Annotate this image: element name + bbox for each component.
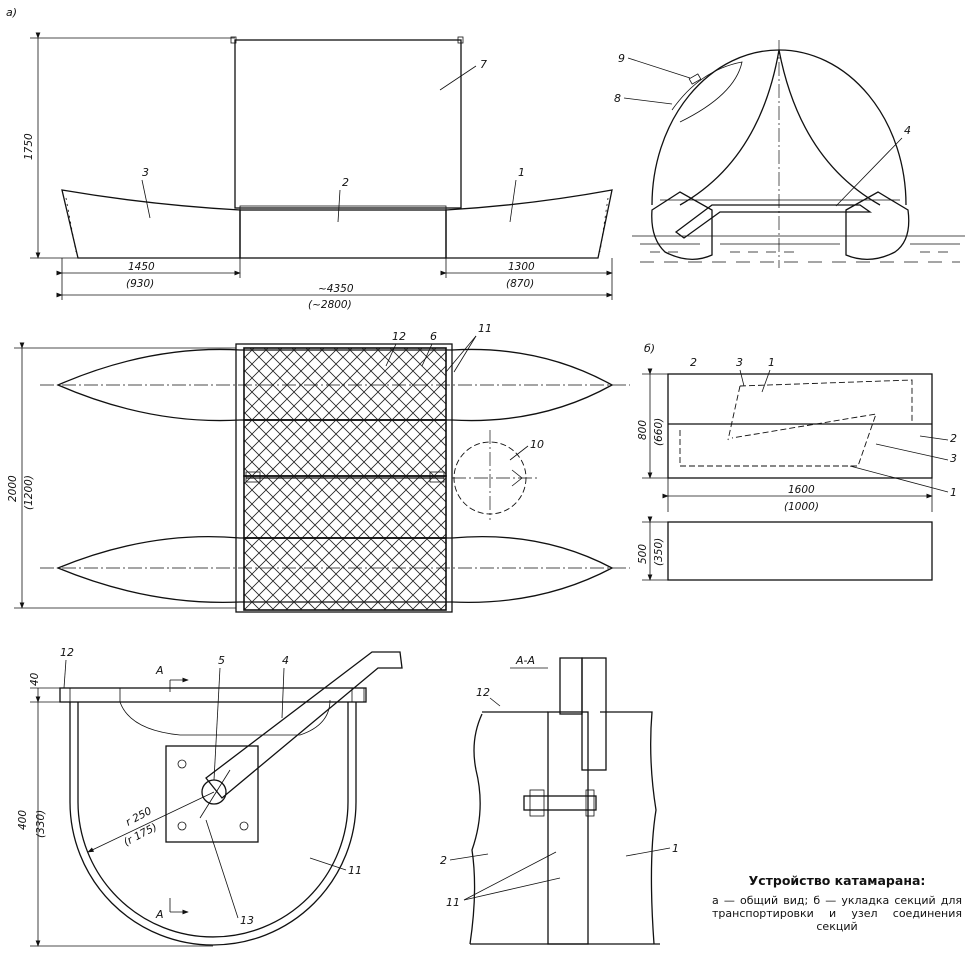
section-label-1: 1 bbox=[672, 842, 679, 855]
pack-label-2a: 2 bbox=[690, 356, 697, 369]
dim-4350: ~4350 bbox=[318, 283, 354, 295]
pack-label-3b: 3 bbox=[950, 452, 957, 465]
view-b-label: б) bbox=[644, 342, 655, 355]
dim-930: (930) bbox=[126, 278, 154, 290]
dim-500: 500 bbox=[637, 544, 649, 564]
dim-1200: (1200) bbox=[23, 475, 35, 510]
deck-panel-4 bbox=[243, 537, 447, 611]
detail-label-13: 13 bbox=[240, 914, 254, 927]
packing-view: б) 800 (660) 1600 (1000) 500 (350) 2 3 1… bbox=[637, 342, 957, 581]
plan-view: 2000 (1200) 12 6 11 10 bbox=[7, 322, 630, 613]
right-float bbox=[845, 191, 910, 260]
plan-label-10: 10 bbox=[530, 438, 544, 451]
dim-1000: (1000) bbox=[784, 501, 819, 513]
dim-660: (660) bbox=[653, 418, 665, 446]
plan-label-6: 6 bbox=[430, 330, 437, 343]
joint-plate-outer bbox=[69, 702, 357, 946]
section-label-11: 11 bbox=[446, 896, 460, 909]
front-label-4: 4 bbox=[904, 124, 911, 137]
packing-slab bbox=[667, 521, 933, 581]
detail-label-4: 4 bbox=[282, 654, 289, 667]
dim-height-1750: 1750 bbox=[23, 133, 35, 160]
left-float bbox=[651, 191, 713, 260]
dim-2800: (~2800) bbox=[308, 299, 352, 311]
side-label-2: 2 bbox=[342, 176, 349, 189]
joint-detail-view: А А 40 400 (330) r 250 (r 175) 12 5 4 11… bbox=[17, 646, 403, 947]
dim-870: (870) bbox=[506, 278, 534, 290]
section-mark-top: А bbox=[155, 664, 164, 677]
dim-330: (330) bbox=[35, 810, 47, 838]
front-label-9: 9 bbox=[618, 52, 625, 65]
detail-label-5: 5 bbox=[218, 654, 225, 667]
figure-caption: Устройство катамарана: а — общий вид; б … bbox=[712, 873, 962, 933]
hull-section-2 bbox=[239, 209, 447, 259]
dim-350: (350) bbox=[653, 538, 665, 566]
dim-1600: 1600 bbox=[788, 484, 815, 496]
frame-tube-4 bbox=[205, 651, 403, 799]
pack-label-3a: 3 bbox=[736, 356, 743, 369]
pack-label-1b: 1 bbox=[950, 486, 957, 499]
section-title: A-A bbox=[515, 654, 535, 667]
dim-400: 400 bbox=[17, 810, 29, 830]
caption-body: а — общий вид; б — укладка секций для тр… bbox=[712, 894, 962, 933]
caption-title: Устройство катамарана: bbox=[748, 873, 926, 888]
plan-label-11: 11 bbox=[478, 322, 492, 335]
section-hull-1-edge bbox=[600, 711, 657, 945]
section-a-a-view: A-A 12 2 1 11 bbox=[440, 654, 679, 945]
section-bolt bbox=[523, 795, 597, 811]
front-frame bbox=[674, 204, 873, 239]
section-mark-bottom: А bbox=[155, 908, 164, 921]
section-label-2: 2 bbox=[440, 854, 447, 867]
section-wooden-core bbox=[547, 711, 589, 945]
joint-plate-13 bbox=[165, 745, 259, 843]
awning bbox=[234, 39, 462, 209]
dim-40: 40 bbox=[29, 672, 41, 686]
detail-label-11: 11 bbox=[348, 864, 362, 877]
section-label-12: 12 bbox=[476, 686, 490, 699]
side-view: а) 1750 1450 (930) 1300 (870) ~4350 (~28… bbox=[6, 6, 613, 311]
hull-section-1 bbox=[445, 189, 613, 259]
pack-label-2b: 2 bbox=[950, 432, 957, 445]
side-label-3: 3 bbox=[142, 166, 149, 179]
deck-panel-1 bbox=[243, 347, 447, 421]
pack-label-1a: 1 bbox=[768, 356, 775, 369]
side-label-7: 7 bbox=[480, 58, 487, 71]
dim-800: 800 bbox=[637, 420, 649, 440]
dim-2000: 2000 bbox=[7, 475, 19, 502]
deck-panel-2 bbox=[243, 419, 447, 477]
dim-1450: 1450 bbox=[128, 261, 155, 273]
section-clamp bbox=[581, 657, 607, 771]
hull-section-3 bbox=[61, 189, 241, 259]
plan-label-12: 12 bbox=[392, 330, 406, 343]
packing-box bbox=[667, 373, 933, 479]
front-view: 9 8 4 bbox=[614, 40, 965, 268]
section-hull-2-edge bbox=[469, 713, 483, 945]
front-label-8: 8 bbox=[614, 92, 621, 105]
view-a-label: а) bbox=[6, 6, 17, 19]
deck-panel-3 bbox=[243, 475, 447, 539]
dim-1300: 1300 bbox=[508, 261, 535, 273]
side-label-1: 1 bbox=[518, 166, 525, 179]
detail-label-12: 12 bbox=[60, 646, 74, 659]
